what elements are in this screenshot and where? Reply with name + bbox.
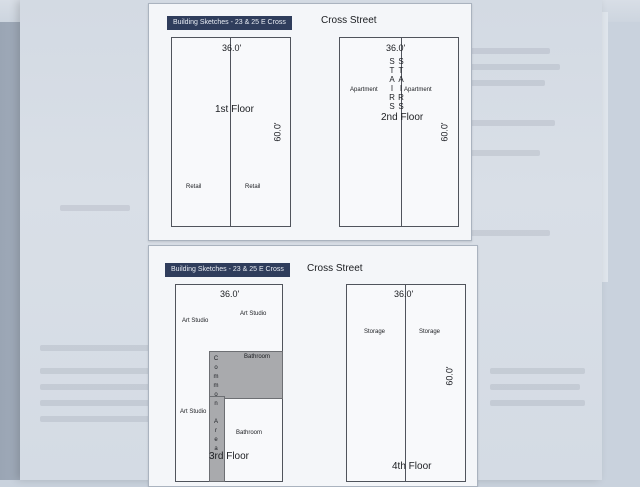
ghost-text xyxy=(490,384,580,390)
ghost-text xyxy=(460,64,560,70)
floor-label: 4th Floor xyxy=(392,461,432,472)
street-label: Cross Street xyxy=(307,263,363,274)
ghost-text xyxy=(460,80,545,86)
room-label: Art Studio xyxy=(240,311,267,317)
ghost-text xyxy=(460,48,550,54)
width-dimension: 36.0' xyxy=(386,43,406,53)
divider-wall xyxy=(401,38,402,226)
divider-wall xyxy=(230,38,231,226)
depth-dimension: 60.0' xyxy=(439,122,450,142)
room-label: Bathroom xyxy=(236,430,263,436)
width-dimension: 36.0' xyxy=(394,289,414,299)
room-label: Storage xyxy=(419,329,441,335)
ghost-text xyxy=(40,368,175,374)
ghost-text xyxy=(460,230,550,236)
room-label: Retail xyxy=(186,184,202,190)
sketch-card-top: Building Sketches - 23 & 25 E Cross Cros… xyxy=(148,3,472,241)
ghost-text xyxy=(40,384,170,390)
room-label: Art Studio xyxy=(182,318,209,324)
floor-plan-4: 36.0' Storage Storage 60.0' 4th Floor xyxy=(346,284,466,482)
room-label: Apartment xyxy=(350,87,378,93)
ghost-text xyxy=(460,120,555,126)
divider-wall xyxy=(405,285,406,481)
room-label: Retail xyxy=(245,184,261,190)
card-title: Building Sketches - 23 & 25 E Cross xyxy=(165,263,290,277)
ghost-text xyxy=(40,400,168,406)
depth-dimension: 60.0' xyxy=(444,366,455,386)
floor-label: 2nd Floor xyxy=(381,112,424,123)
floor-plan-1: 36.0' 1st Floor 60.0' Retail Retail xyxy=(171,37,291,227)
sketch-card-bottom: Building Sketches - 23 & 25 E Cross Cros… xyxy=(148,245,478,487)
depth-dimension: 60.0' xyxy=(272,122,283,142)
floor-label: 1st Floor xyxy=(215,104,254,115)
ghost-text xyxy=(460,150,540,156)
room-label: Bathroom xyxy=(244,354,271,360)
room-label: Art Studio xyxy=(180,409,207,415)
street-label: Cross Street xyxy=(321,15,377,26)
ghost-text xyxy=(40,416,172,422)
width-dimension: 36.0' xyxy=(222,43,242,53)
floor-label: 3rd Floor xyxy=(209,451,250,462)
card-title: Building Sketches - 23 & 25 E Cross xyxy=(167,16,292,30)
ghost-text xyxy=(40,345,160,351)
common-area-upper xyxy=(209,351,283,399)
room-label: Apartment xyxy=(404,87,432,93)
width-dimension: 36.0' xyxy=(220,289,240,299)
ghost-text xyxy=(490,368,585,374)
ghost-text xyxy=(60,205,130,211)
room-label: Storage xyxy=(364,329,386,335)
ghost-text xyxy=(490,400,585,406)
